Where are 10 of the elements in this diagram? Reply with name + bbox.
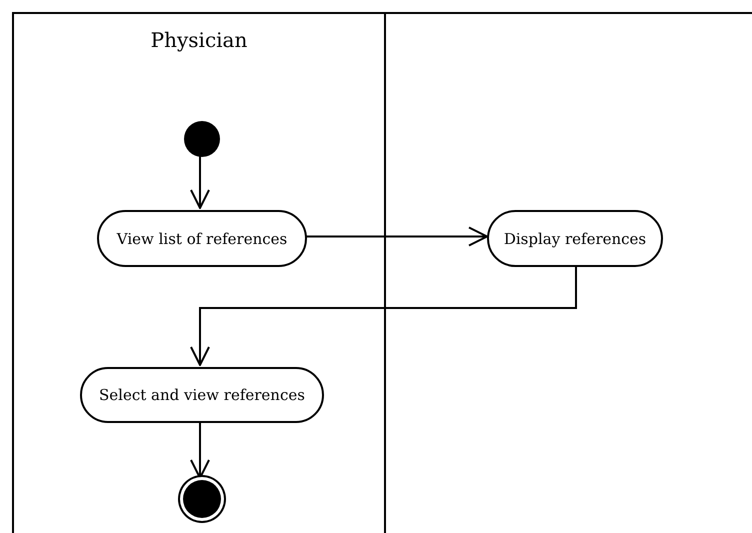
- arrow: [190, 155, 210, 209]
- action-node: View list of references: [97, 210, 307, 267]
- arrow: [190, 265, 577, 366]
- lane-title: Physician: [150, 28, 248, 52]
- action-node: Select and view references: [80, 367, 324, 423]
- swimlane: [12, 12, 386, 533]
- final-node: [183, 480, 221, 518]
- action-node: Display references: [487, 210, 663, 267]
- arrow: [305, 226, 488, 246]
- initial-node: [184, 121, 220, 157]
